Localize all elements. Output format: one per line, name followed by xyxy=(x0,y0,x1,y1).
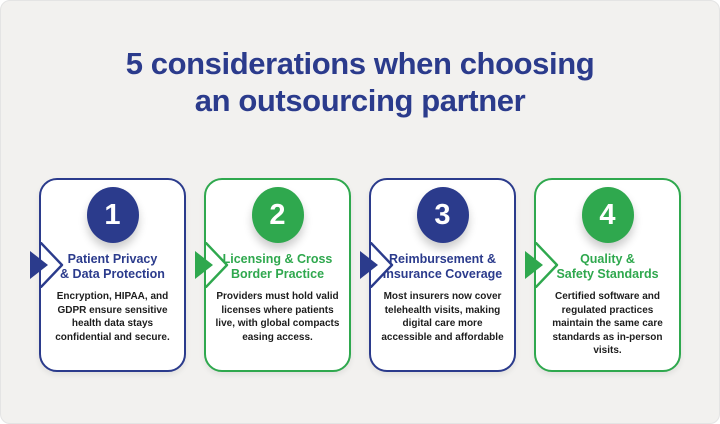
page-title-line2: an outsourcing partner xyxy=(194,83,526,118)
page-title-line1: 5 considerations when choosing xyxy=(125,46,595,81)
card-title-line1: Reimbursement & xyxy=(389,252,496,266)
card-title-line2: & Data Protection xyxy=(60,267,165,281)
step-number: 2 xyxy=(269,198,286,231)
step-number-badge: 3 xyxy=(416,187,469,243)
card-licensing: 2 Licensing & Cross Border Practice Prov… xyxy=(195,178,351,372)
cards-row: 1 Patient Privacy & Data Protection Encr… xyxy=(1,178,719,372)
card-title-line2: Insurance Coverage xyxy=(382,267,503,281)
step-number: 3 xyxy=(434,198,451,231)
step-number: 1 xyxy=(104,198,121,231)
card-body: Providers must hold valid licenses where… xyxy=(215,291,340,343)
card-title: Reimbursement & Insurance Coverage xyxy=(371,252,514,282)
card-body: Certified software and regulated practic… xyxy=(552,291,663,356)
step-number-badge: 4 xyxy=(581,187,634,243)
step-number-badge: 2 xyxy=(251,187,304,243)
step-number: 4 xyxy=(599,198,616,231)
step-number-badge: 1 xyxy=(86,187,139,243)
card-title-line2: Border Practice xyxy=(230,267,325,281)
card-reimbursement: 3 Reimbursement & Insurance Coverage Mos… xyxy=(360,178,516,372)
card-body: Most insurers now cover telehealth visit… xyxy=(381,291,504,343)
card-title-line1: Licensing & Cross xyxy=(222,252,333,266)
card-title: Patient Privacy & Data Protection xyxy=(41,252,184,282)
page-title: 5 considerations when choosing an outsou… xyxy=(1,45,719,119)
card-patient-privacy: 1 Patient Privacy & Data Protection Encr… xyxy=(30,178,186,372)
card-quality-safety: 4 Quality & Safety Standards Certified s… xyxy=(525,178,681,372)
card-title-line1: Patient Privacy xyxy=(67,252,158,266)
card-title-line2: Safety Standards xyxy=(556,267,659,281)
card-title: Licensing & Cross Border Practice xyxy=(206,252,349,282)
card-title: Quality & Safety Standards xyxy=(536,252,679,282)
card-body: Encryption, HIPAA, and GDPR ensure sensi… xyxy=(55,291,170,343)
card-title-line1: Quality & xyxy=(580,252,635,266)
